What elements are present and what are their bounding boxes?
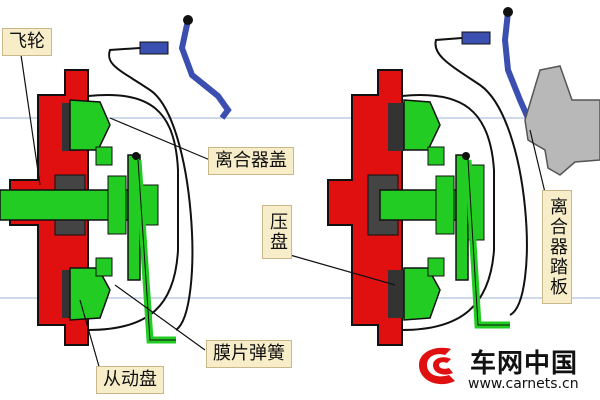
leader-flywheel xyxy=(19,47,41,186)
label-flywheel: 飞轮 xyxy=(2,28,52,56)
friction-pad-top-right xyxy=(388,103,404,151)
tab-bottom-right xyxy=(427,257,445,277)
clutch-engaged xyxy=(0,15,232,346)
tab-top-right xyxy=(427,146,445,166)
pivot-right xyxy=(462,152,470,160)
pressure-plate-top-right xyxy=(403,99,441,151)
watermark-url: www.carnets.cn xyxy=(468,376,579,392)
clutch-cable-left xyxy=(108,47,194,331)
leader-driven-disc xyxy=(79,299,101,371)
shaft-collar-right xyxy=(435,175,455,235)
clutch-cover-left xyxy=(87,94,179,331)
leader-lines xyxy=(19,47,549,371)
release-fork-outline-left xyxy=(137,159,176,341)
watermark-brand: 车网中国 xyxy=(470,349,579,379)
leader-clutch-cover xyxy=(109,117,211,161)
leader-diaphragm-spring xyxy=(114,284,206,351)
clutch-cover-right xyxy=(401,94,495,331)
input-shaft-right xyxy=(379,189,471,221)
pressure-plate-bottom-left xyxy=(69,267,111,321)
cable-sleeve-right xyxy=(461,31,491,45)
leader-pressure-plate xyxy=(289,254,396,286)
release-fork-outline-right xyxy=(467,159,510,326)
label-pressure-plate: 压盘 xyxy=(262,205,292,259)
tab-top-left xyxy=(95,146,113,166)
pressure-plate-bottom-right xyxy=(403,267,441,321)
tab-bottom-left xyxy=(95,257,113,277)
friction-pad-bottom-right xyxy=(388,270,404,318)
pedal-pivot-left xyxy=(183,15,193,25)
label-diaphragm-spring: 膜片弹簧 xyxy=(206,340,292,368)
carnets-logo-icon xyxy=(419,347,455,385)
shoe-icon xyxy=(524,65,600,176)
clutch-pedal-right xyxy=(501,11,531,120)
pressure-plate-top-left xyxy=(69,99,111,151)
label-clutch-pedal: 离合器踏板 xyxy=(542,190,572,304)
label-driven-disc: 从动盘 xyxy=(96,366,164,394)
pivot-left xyxy=(132,152,140,160)
pedal-pivot-right xyxy=(503,7,513,17)
clutch-disengaged xyxy=(327,7,600,346)
cable-sleeve-left xyxy=(139,41,169,55)
flywheel-housing-right xyxy=(327,69,403,346)
clutch-pedal-left xyxy=(178,19,232,120)
shaft-collar-left xyxy=(107,175,127,235)
clutch-cable-right xyxy=(434,37,528,316)
label-clutch-cover: 离合器盖 xyxy=(208,147,294,175)
